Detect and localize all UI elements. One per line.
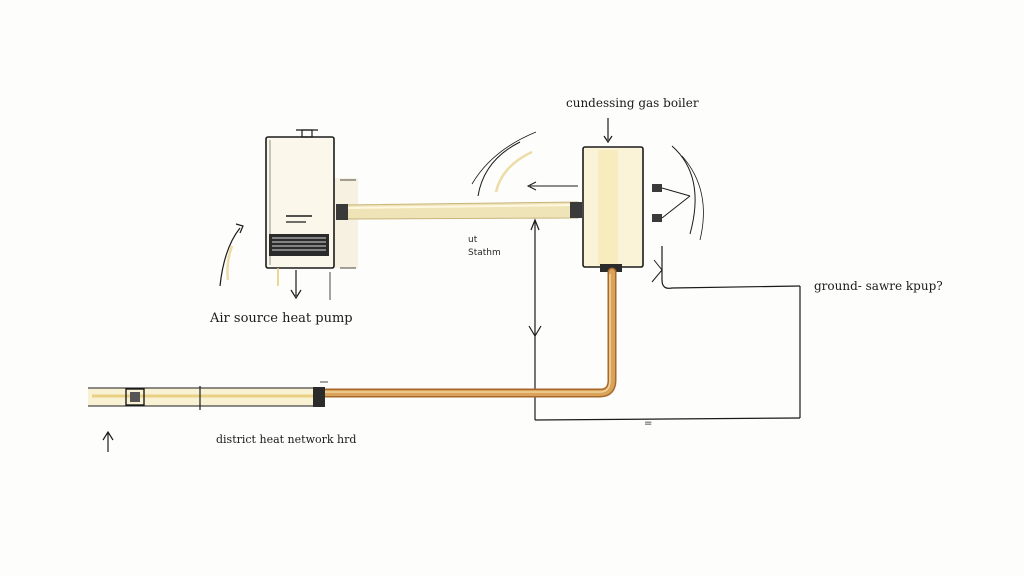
district-label: district heat network hrd bbox=[216, 433, 356, 446]
air-pump-grille bbox=[269, 234, 329, 256]
loop-arrow-up bbox=[530, 218, 540, 231]
heat-wave bbox=[671, 145, 696, 235]
district-copper-pipe bbox=[317, 267, 617, 398]
station-label-line2: Stathm bbox=[468, 248, 501, 258]
label-pointer-head bbox=[603, 135, 613, 144]
pipe-coupling-right bbox=[570, 202, 582, 218]
district-heat-network-pipe bbox=[88, 381, 328, 452]
pipe-coupling-left bbox=[336, 204, 348, 220]
pipe-highlight bbox=[344, 204, 575, 209]
air-pump-to-boiler-pipe bbox=[336, 201, 582, 220]
copper-pipe bbox=[319, 269, 615, 396]
unit-shadow bbox=[332, 178, 358, 268]
loop-arrow-down bbox=[528, 325, 542, 338]
pipe-end-cap bbox=[313, 387, 325, 407]
top-valve bbox=[301, 129, 313, 138]
air-pump-label: Air source heat pump bbox=[209, 311, 353, 326]
heat-wave bbox=[681, 155, 704, 241]
airflow-curve bbox=[219, 227, 241, 287]
airflow-arrow-head bbox=[235, 223, 244, 234]
pipe-flange-core bbox=[130, 392, 140, 402]
tick-mark-label: = bbox=[644, 418, 652, 429]
air-source-heat-pump-unit bbox=[219, 129, 358, 300]
condensing-gas-boiler bbox=[471, 118, 801, 421]
airflow-highlight bbox=[226, 245, 234, 281]
ground-link-hook bbox=[651, 259, 663, 283]
boiler-label: cundessing gas boiler bbox=[566, 96, 699, 110]
heat-wave-highlight bbox=[494, 150, 533, 193]
boiler-side-port-1 bbox=[652, 184, 662, 192]
down-arrow-head bbox=[290, 289, 302, 300]
station-label-line1: ut bbox=[468, 235, 478, 245]
copper-pipe-edge bbox=[317, 267, 617, 398]
side-port-line bbox=[661, 195, 691, 219]
boiler-side-port-2 bbox=[652, 214, 662, 222]
pipe-flange-1 bbox=[125, 388, 145, 406]
side-port-line bbox=[661, 187, 691, 197]
flow-arrow-head bbox=[526, 181, 537, 191]
up-arrow-head bbox=[102, 430, 114, 441]
ground-loop-bottom bbox=[534, 417, 801, 421]
boiler-highlight bbox=[598, 150, 618, 265]
ground-pump-label: ground- sawre kpup? bbox=[814, 279, 943, 293]
copper-highlight bbox=[322, 274, 611, 393]
heat-wave bbox=[477, 141, 521, 197]
heat-wave bbox=[471, 131, 537, 185]
ground-pump-link bbox=[661, 246, 801, 289]
